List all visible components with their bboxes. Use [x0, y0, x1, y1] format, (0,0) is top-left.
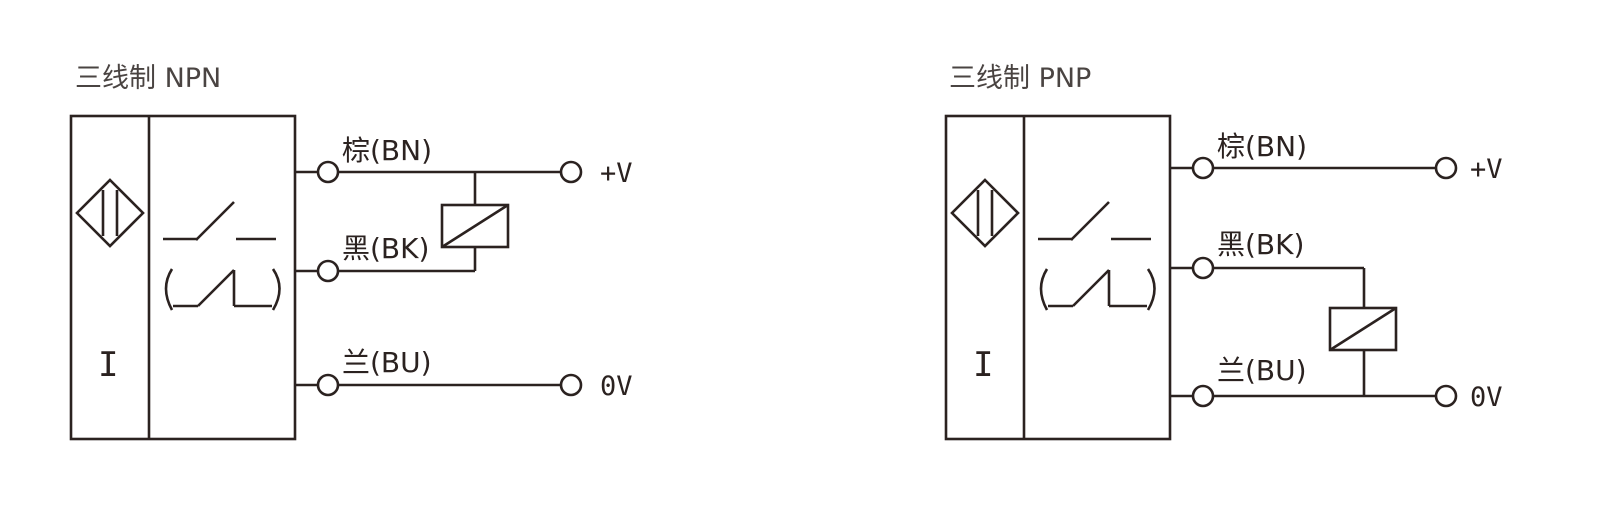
- pnp-nc-switch-icon: [1039, 268, 1156, 311]
- npn-black-label: 黑(BK): [342, 232, 429, 265]
- pnp-pos-terminal-icon: [1434, 156, 1458, 180]
- npn-brown-terminal-icon: [316, 160, 340, 184]
- npn-blue-wire: 兰(BU) 0V: [295, 346, 633, 402]
- npn-nc-switch-icon: [164, 268, 281, 311]
- pnp-blue-wire: 兰(BU) 0V: [1170, 354, 1503, 413]
- npn-proximity-symbol-icon: [75, 178, 145, 248]
- npn-pos-terminal-icon: [559, 160, 583, 184]
- pnp-black-label: 黑(BK): [1217, 228, 1304, 261]
- npn-load-icon: [440, 172, 510, 271]
- pnp-black-terminal-icon: [1191, 256, 1215, 280]
- pnp-title: 三线制 PNP: [949, 63, 1091, 94]
- pnp-diagram: 三线制 PNP I: [944, 63, 1503, 441]
- npn-current-symbol: I: [98, 345, 118, 385]
- npn-sensor-body: [69, 114, 297, 441]
- pnp-current-symbol: I: [973, 345, 993, 385]
- npn-brown-wire: 棕(BN) +V: [295, 134, 633, 189]
- pnp-pos-supply-label: +V: [1470, 154, 1503, 185]
- npn-title: 三线制 NPN: [75, 63, 221, 94]
- pnp-black-wire: 黑(BK): [1170, 228, 1364, 280]
- npn-blue-label: 兰(BU): [342, 346, 432, 379]
- pnp-brown-terminal-icon: [1191, 156, 1215, 180]
- pnp-proximity-symbol-icon: [950, 178, 1020, 248]
- pnp-sensor-body: [944, 114, 1172, 441]
- pnp-no-switch-icon: [1038, 201, 1151, 241]
- npn-no-switch-icon: [163, 201, 276, 241]
- pnp-brown-label: 棕(BN): [1217, 130, 1307, 163]
- npn-neg-terminal-icon: [559, 373, 583, 397]
- pnp-blue-terminal-icon: [1191, 384, 1215, 408]
- npn-brown-label: 棕(BN): [342, 134, 432, 167]
- pnp-load-icon: [1328, 268, 1398, 396]
- pnp-neg-terminal-icon: [1434, 384, 1458, 408]
- npn-diagram: 三线制 NPN I: [69, 63, 633, 441]
- pnp-brown-wire: 棕(BN) +V: [1170, 130, 1503, 185]
- npn-pos-supply-label: +V: [600, 158, 633, 189]
- pnp-neg-supply-label: 0V: [1470, 382, 1503, 413]
- npn-black-wire: 黑(BK): [295, 232, 475, 283]
- npn-neg-supply-label: 0V: [600, 371, 633, 402]
- npn-black-terminal-icon: [316, 259, 340, 283]
- npn-blue-terminal-icon: [316, 373, 340, 397]
- pnp-blue-label: 兰(BU): [1217, 354, 1307, 387]
